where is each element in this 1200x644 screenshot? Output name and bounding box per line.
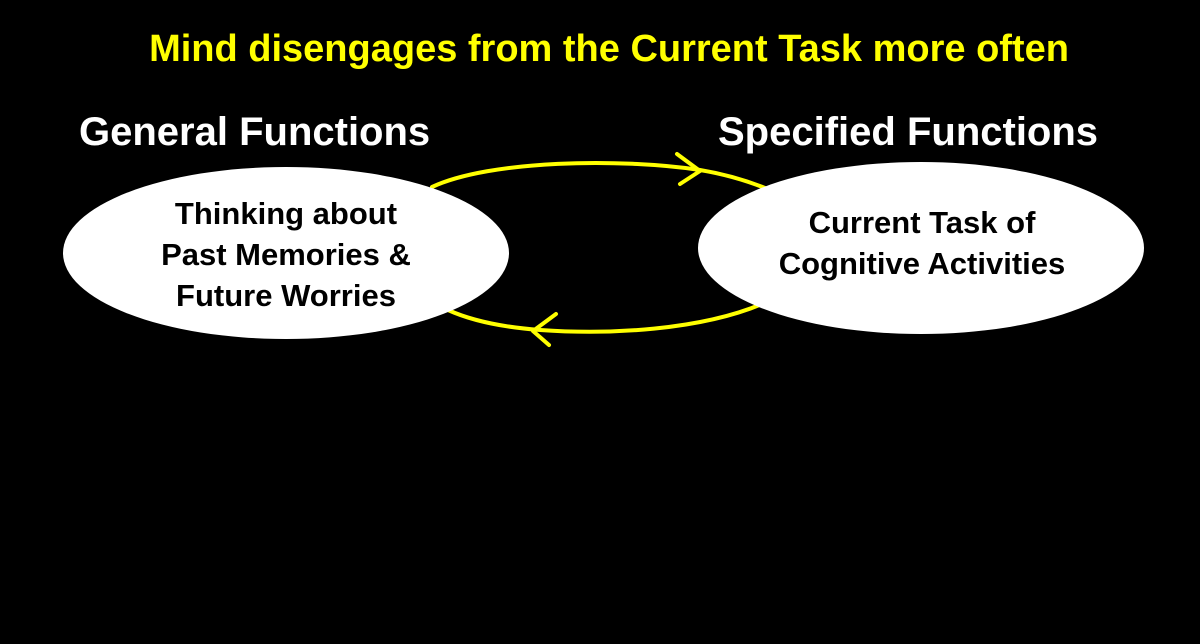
bottom-arc-arrow xyxy=(446,302,764,334)
specified-functions-text: Current Task of Cognitive Activities xyxy=(700,202,1144,284)
specified-functions-heading: Specified Functions xyxy=(718,110,1099,154)
general-functions-line-2: Past Memories & xyxy=(161,237,411,272)
diagram-title: Mind disengages from the Current Task mo… xyxy=(149,28,1069,70)
top-arc-arrow xyxy=(430,161,767,190)
specified-functions-line-1: Current Task of xyxy=(808,205,1036,240)
general-functions-line-3: Future Worries xyxy=(176,278,396,313)
bottom-arrowhead xyxy=(531,312,558,347)
specified-functions-line-2: Cognitive Activities xyxy=(778,246,1066,281)
general-functions-line-1: Thinking about xyxy=(174,196,398,231)
general-functions-ellipse xyxy=(63,167,509,339)
general-functions-heading: General Functions xyxy=(79,110,431,154)
general-functions-text: Thinking about Past Memories & Future Wo… xyxy=(64,193,508,316)
specified-functions-ellipse xyxy=(698,162,1144,334)
top-arrowhead xyxy=(675,152,702,186)
